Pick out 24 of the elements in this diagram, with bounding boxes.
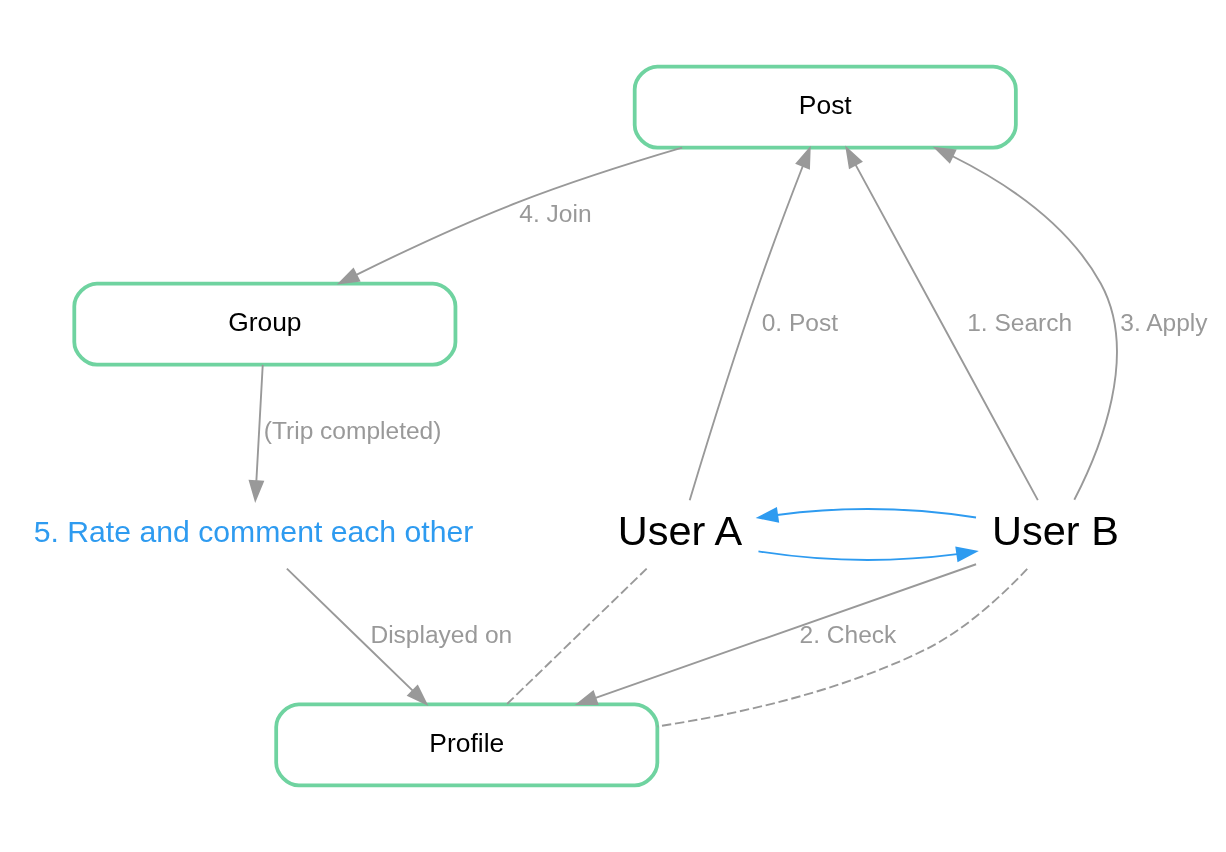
arrow xyxy=(285,567,429,706)
node-text: User B xyxy=(992,507,1119,555)
edge-label: 4. Join xyxy=(519,200,592,228)
connector xyxy=(656,567,1029,728)
arrow xyxy=(248,363,265,503)
arrow xyxy=(757,546,979,563)
edge-label: 1. Search xyxy=(967,308,1073,336)
edge-label: 2. Check xyxy=(799,620,897,648)
arrow xyxy=(688,145,811,502)
arrow xyxy=(574,563,978,706)
node-text: 5. Rate and comment each other xyxy=(33,514,474,548)
arrow xyxy=(755,506,977,523)
arrow xyxy=(932,146,1118,501)
node-box: Post xyxy=(632,64,1018,150)
edge-label: 0. Post xyxy=(761,308,838,336)
node-text: User A xyxy=(617,507,743,555)
arrow xyxy=(845,145,1039,502)
edge-label: Displayed on xyxy=(370,620,513,648)
node-box: Group xyxy=(72,281,458,367)
arrow xyxy=(336,146,684,285)
edge-label: (Trip completed) xyxy=(263,417,442,445)
node-box: Profile xyxy=(274,702,660,788)
edge-label: 3. Apply xyxy=(1120,308,1208,336)
connector xyxy=(506,567,648,705)
